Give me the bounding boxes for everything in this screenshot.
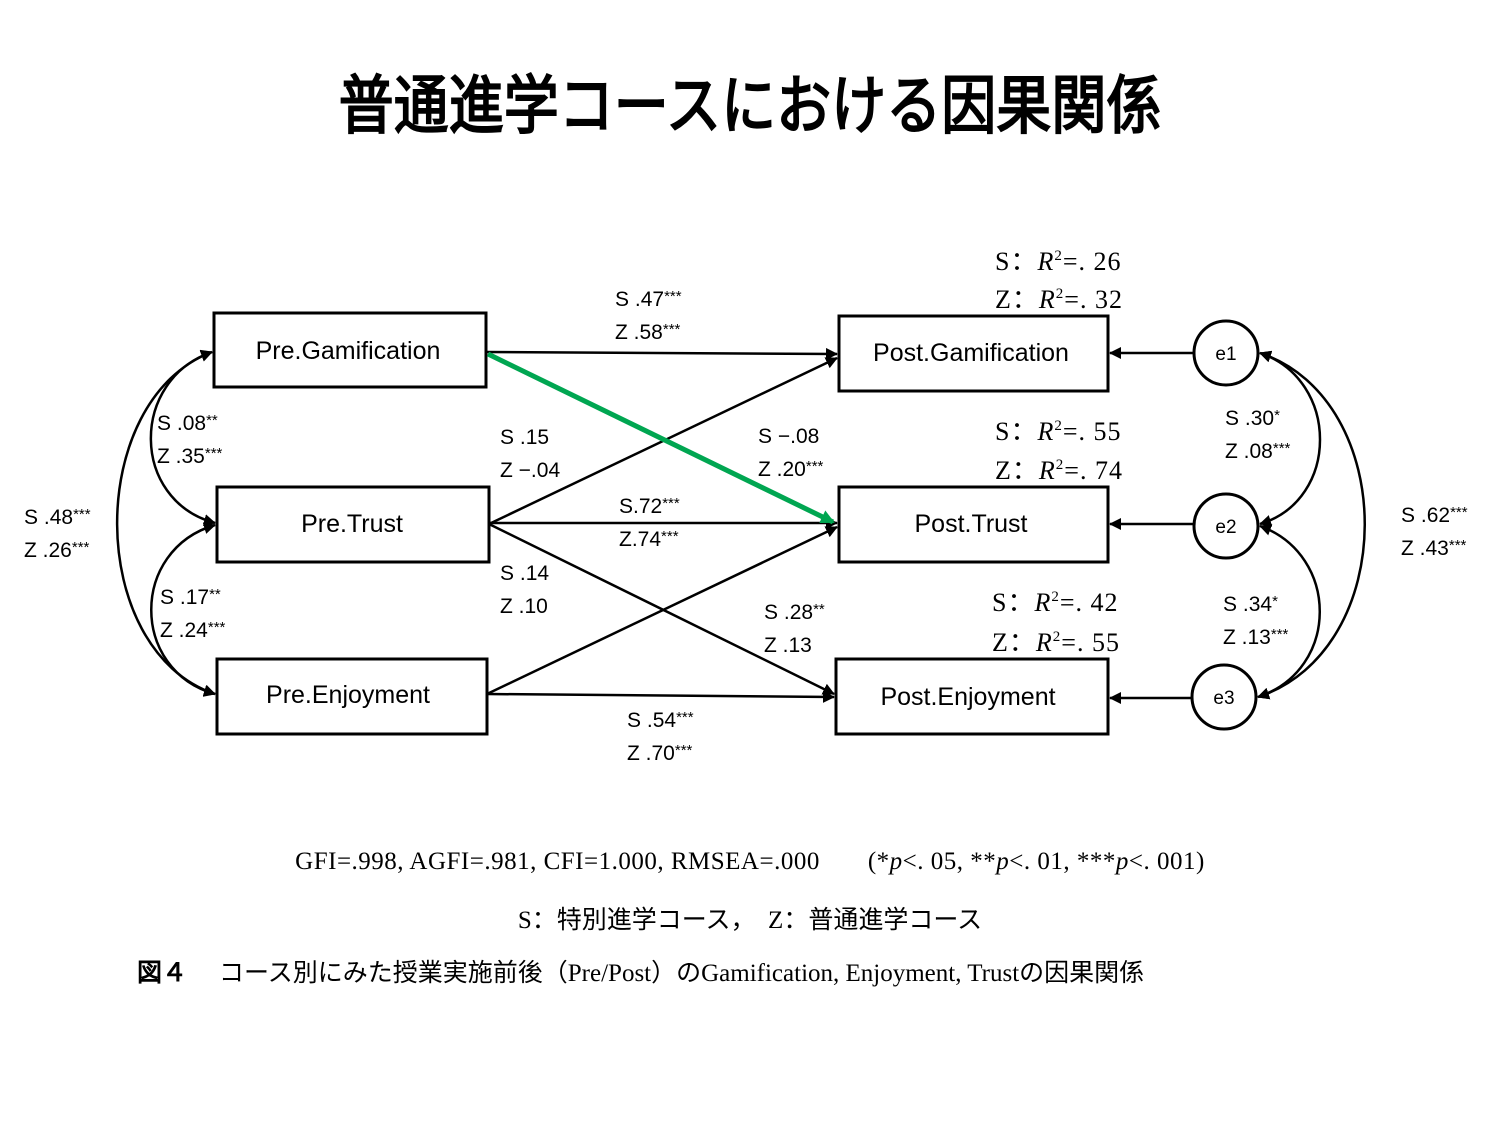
cov-label-pregam-preenj: S .48*** Z .26***: [24, 506, 91, 562]
node-post-enjoyment: Post.Enjoyment: [834, 657, 1110, 736]
coef-pretrust-postenj: S .28** Z .13: [764, 601, 825, 657]
svg-text:S：R2=. 42: S：R2=. 42: [992, 588, 1119, 617]
node-label: Post.Gamification: [873, 339, 1069, 367]
svg-text:S .62***: S .62***: [1401, 504, 1468, 527]
error-e3: e3: [1190, 663, 1258, 731]
error-label: e3: [1213, 688, 1234, 709]
svg-text:S .28**: S .28**: [764, 601, 825, 624]
node-label: Pre.Trust: [301, 510, 403, 538]
coef-preenj-posttrust: S .14 Z .10: [500, 562, 549, 618]
svg-text:Z .10: Z .10: [500, 595, 548, 618]
svg-text:Z.74***: Z.74***: [619, 528, 679, 551]
svg-text:S：R2=. 55: S：R2=. 55: [995, 417, 1122, 446]
svg-text:S −.08: S −.08: [758, 425, 819, 448]
r2-post-trust: S：R2=. 55 Z：R2=. 74: [995, 417, 1123, 485]
svg-text:S .48***: S .48***: [24, 506, 91, 529]
svg-text:S .17**: S .17**: [160, 586, 221, 609]
svg-text:Z：R2=. 74: Z：R2=. 74: [995, 456, 1123, 485]
svg-text:S .08**: S .08**: [157, 412, 218, 435]
cov-pregam-pretrust: [149, 349, 216, 526]
caption-text: コース別にみた授業実施前後（Pre/Post）のGamification, En…: [219, 960, 1145, 987]
error-label: e1: [1215, 344, 1236, 365]
error-label: e2: [1215, 517, 1236, 538]
slide-title: 普通進学コースにおける因果関係: [338, 70, 1162, 144]
fit-values: GFI=.998, AGFI=.981, CFI=1.000, RMSEA=.0…: [295, 848, 820, 875]
path-pregam-postgam: [485, 347, 838, 360]
coef-preenj-postenj: S .54*** Z .70***: [627, 709, 694, 765]
course-legend: S：特別進学コース， Z：普通進学コース: [517, 907, 983, 934]
svg-text:S .54***: S .54***: [627, 709, 694, 732]
cov-e1-e2: [1259, 350, 1322, 527]
coef-pregam-posttrust: S −.08 Z .20***: [758, 425, 824, 481]
cov-label-e1-e2: S .30* Z .08***: [1225, 407, 1291, 463]
svg-text:Z .35***: Z .35***: [157, 445, 223, 468]
svg-text:Z：R2=. 55: Z：R2=. 55: [992, 628, 1120, 657]
cov-e1-e3: [1257, 350, 1366, 700]
svg-text:Z .13***: Z .13***: [1223, 626, 1289, 649]
svg-text:Z −.04: Z −.04: [500, 459, 560, 482]
svg-text:Z .70***: Z .70***: [627, 742, 693, 765]
node-label: Post.Trust: [915, 510, 1028, 538]
node-pre-enjoyment: Pre.Enjoyment: [215, 657, 489, 736]
cov-label-pregam-pretrust: S .08** Z .35***: [157, 412, 223, 468]
node-post-gamification: Post.Gamification: [837, 314, 1110, 393]
cov-e2-e3: [1257, 524, 1321, 700]
path-preenj-posttrust: [486, 525, 838, 696]
r2-post-enjoyment: S：R2=. 42 Z：R2=. 55: [992, 588, 1120, 657]
cov-label-e2-e3: S .34* Z .13***: [1223, 593, 1289, 649]
node-pre-trust: Pre.Trust: [215, 485, 491, 564]
cov-pregam-preenj: [116, 350, 216, 697]
error-e2: e2: [1192, 492, 1260, 560]
svg-text:Z .08***: Z .08***: [1225, 440, 1291, 463]
svg-text:S .30*: S .30*: [1225, 407, 1280, 430]
coef-pretrust-postgam: S .15 Z −.04: [500, 426, 560, 482]
r2-post-gamification: S：R2=. 26 Z：R2=. 32: [995, 247, 1123, 314]
svg-text:Z .24***: Z .24***: [160, 619, 226, 642]
svg-text:S .14: S .14: [500, 562, 549, 585]
node-label: Pre.Gamification: [256, 337, 441, 365]
figure-label: 図４: [137, 958, 188, 987]
svg-text:Z .43***: Z .43***: [1401, 537, 1467, 560]
node-label: Pre.Enjoyment: [266, 681, 430, 709]
svg-text:Z .58***: Z .58***: [615, 321, 681, 344]
node-pre-gamification: Pre.Gamification: [212, 311, 488, 389]
node-label: Post.Enjoyment: [880, 683, 1055, 711]
svg-text:S .47***: S .47***: [615, 288, 682, 311]
path-preenj-postenj: [486, 690, 835, 703]
svg-text:S .34*: S .34*: [1223, 593, 1278, 616]
svg-text:Z .13: Z .13: [764, 634, 812, 657]
error-e1: e1: [1192, 319, 1260, 387]
significance-note: (*p<. 05, **p<. 01, ***p<. 001): [867, 848, 1205, 875]
svg-text:Z .20***: Z .20***: [758, 458, 824, 481]
svg-text:S .15: S .15: [500, 426, 549, 449]
cov-label-pretrust-preenj: S .17** Z .24***: [160, 586, 226, 642]
cov-label-e1-e3: S .62*** Z .43***: [1401, 504, 1468, 560]
svg-text:Z：R2=. 32: Z：R2=. 32: [995, 285, 1123, 314]
figure-caption: 図４ コース別にみた授業実施前後（Pre/Post）のGamification, …: [137, 953, 1144, 989]
node-post-trust: Post.Trust: [837, 485, 1110, 564]
cov-pretrust-preenj: [150, 522, 216, 697]
path-pregam-posttrust-highlight: [486, 351, 835, 525]
coef-pregam-postgam: S .47*** Z .58***: [615, 288, 682, 344]
svg-text:S：R2=. 26: S：R2=. 26: [995, 247, 1122, 276]
svg-text:S.72***: S.72***: [619, 495, 680, 518]
path-pretrust-postenj: [488, 522, 835, 696]
coef-pretrust-posttrust: S.72*** Z.74***: [619, 495, 680, 551]
fit-indices: GFI=.998, AGFI=.981, CFI=1.000, RMSEA=.0…: [0, 848, 1500, 876]
svg-text:Z .26***: Z .26***: [24, 539, 90, 562]
